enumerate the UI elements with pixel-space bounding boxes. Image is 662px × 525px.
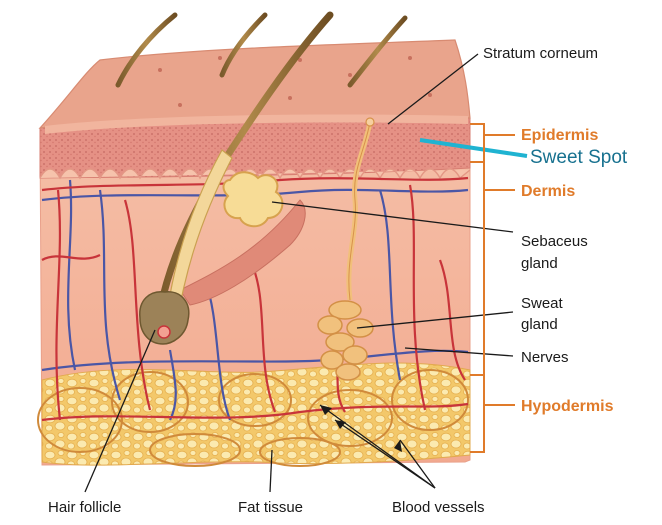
pores: [158, 56, 432, 107]
arrector-muscle: [179, 199, 306, 306]
sweat-gland-label-line1: Sweat: [521, 295, 564, 312]
sweat-duct-outline: [348, 121, 371, 301]
sebaceous-gland: [222, 171, 284, 228]
nerves-label: Nerves: [521, 349, 569, 366]
blood-vessels-leader-1: [319, 404, 436, 489]
leader-lines: [84, 53, 514, 493]
fat-tissue-label: Fat tissue: [238, 499, 303, 516]
skin-block: [37, 11, 471, 467]
layer-brackets: [470, 123, 515, 453]
hair-shafts: [115, 12, 408, 88]
blood-vessels-label: Blood vessels: [392, 499, 485, 516]
sebaceus-gland-label-line2: gland: [521, 255, 558, 272]
sweat-pore: [365, 117, 375, 127]
hair-follicle-label: Hair follicle: [48, 499, 121, 516]
dermal-papilla: [157, 325, 171, 339]
hypodermis-label: Hypodermis: [521, 398, 614, 415]
arrow-heads: [320, 405, 402, 452]
fat-tissue-leader: [269, 449, 273, 493]
nerves: [41, 179, 469, 421]
bracket-outline: [470, 123, 485, 453]
surface-highlight: [45, 114, 468, 134]
nerves-leader: [404, 347, 514, 357]
blood-vessels-leader-3: [399, 439, 436, 489]
sweet-spot-leader: [419, 138, 528, 158]
sebaceus-gland-label-line1: Sebaceus: [521, 233, 588, 250]
dermis-label: Dermis: [521, 183, 575, 200]
sebaceus-gland-leader: [271, 201, 514, 233]
sweat-gland-leader: [356, 311, 514, 329]
sweat-gland-label-line2: gland: [521, 316, 558, 333]
epidermis-label: Epidermis: [521, 127, 598, 144]
dermal-papillae: [39, 168, 471, 180]
fat-lobules: [37, 369, 469, 467]
sweat-gland: [317, 300, 374, 381]
hair-follicle-leader: [84, 329, 156, 493]
hair-bulb: [139, 291, 190, 345]
hypodermis-layer: [41, 362, 471, 466]
sweet-spot-label: Sweet Spot: [530, 147, 628, 168]
blood-vessels-leader-2: [334, 419, 436, 489]
stratum-corneum-label: Stratum corneum: [483, 45, 598, 62]
stratum-corneum-leader: [387, 53, 479, 125]
